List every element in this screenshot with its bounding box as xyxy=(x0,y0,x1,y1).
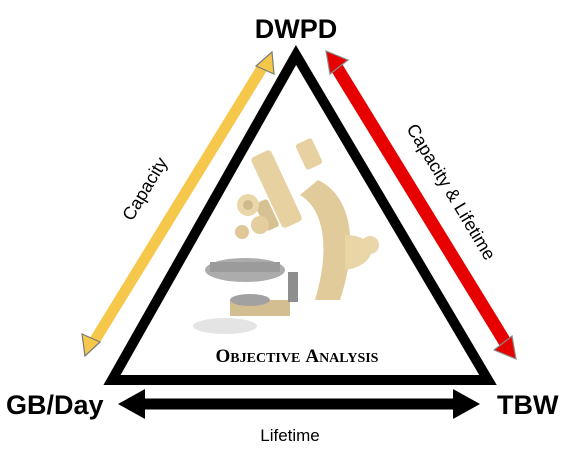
capacity-arrow xyxy=(81,50,275,358)
lifetime-arrow xyxy=(118,389,480,419)
brand-first-initial: O xyxy=(216,346,231,367)
brand-first-rest: BJECTIVE xyxy=(230,351,300,366)
capacity-lifetime-arrow xyxy=(325,50,517,360)
vertex-right-label: TBW xyxy=(497,390,559,420)
brand-second-rest: NALYSIS xyxy=(319,351,379,366)
triangle-frame xyxy=(103,45,497,385)
edge-left-label: Capacity xyxy=(118,154,171,224)
microscope-icon xyxy=(193,138,379,334)
brand-second-initial: A xyxy=(305,346,319,367)
edge-bottom-label: Lifetime xyxy=(260,426,320,445)
brand-text: OBJECTIVE ANALYSIS xyxy=(216,346,379,367)
vertex-left-label: GB/Day xyxy=(6,390,104,420)
vertex-top-label: DWPD xyxy=(255,14,338,44)
